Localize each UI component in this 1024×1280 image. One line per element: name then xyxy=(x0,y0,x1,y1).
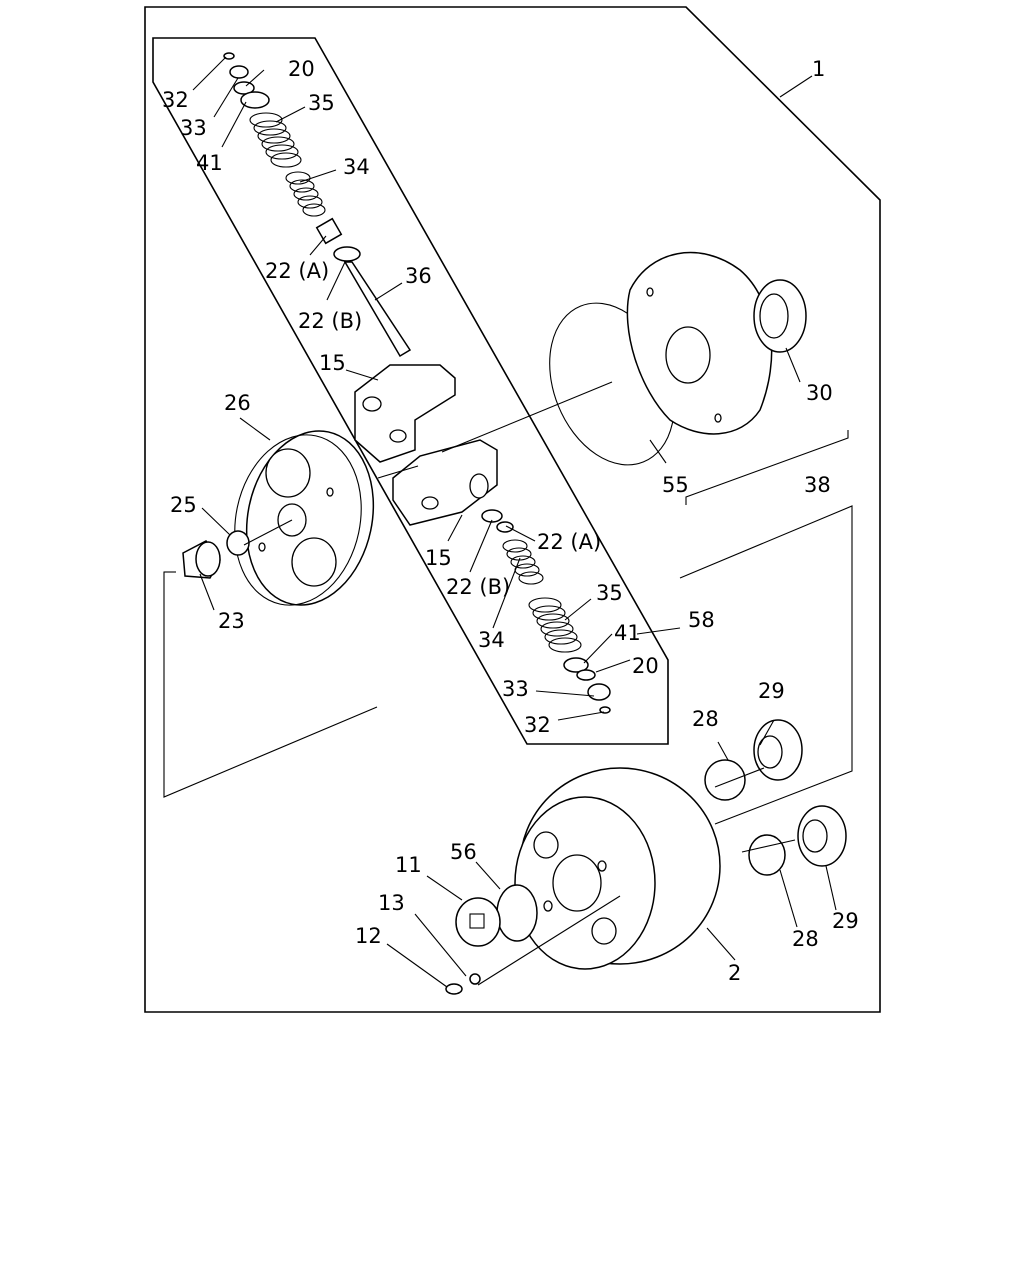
callout-23: 23 xyxy=(218,609,245,633)
plug-11 xyxy=(455,897,501,947)
callout-26: 26 xyxy=(224,391,251,415)
callout-13: 13 xyxy=(378,891,405,915)
callout-labels: 1 2 11 12 13 15 15 20 20 22 (A) 22 (B) 2… xyxy=(162,57,859,985)
callout-33-lower: 33 xyxy=(502,677,529,701)
drum-2 xyxy=(514,767,721,970)
cover-38 xyxy=(626,251,773,435)
valve-block-15-lower xyxy=(392,439,498,526)
callout-58: 58 xyxy=(688,608,715,632)
callout-28-upper: 28 xyxy=(692,707,719,731)
callout-55: 55 xyxy=(662,473,689,497)
screw-12 xyxy=(445,983,463,995)
center-lines xyxy=(164,381,796,986)
callout-33-upper: 33 xyxy=(180,116,207,140)
callout-2: 2 xyxy=(728,961,741,985)
callout-32-lower: 32 xyxy=(524,713,551,737)
disc-26 xyxy=(234,430,375,606)
callout-22a-lower: 22 (A) xyxy=(537,530,601,554)
seal-30 xyxy=(753,279,807,353)
callout-15-upper: 15 xyxy=(319,351,346,375)
callout-41-lower: 41 xyxy=(614,621,641,645)
leader-lines xyxy=(192,56,837,988)
callout-35-upper: 35 xyxy=(308,91,335,115)
callout-34-upper: 34 xyxy=(343,155,370,179)
callout-32-upper: 32 xyxy=(162,88,189,112)
callout-12: 12 xyxy=(355,924,382,948)
callout-38: 38 xyxy=(804,473,831,497)
callout-22a-upper: 22 (A) xyxy=(265,259,329,283)
callout-22b-upper: 22 (B) xyxy=(298,309,362,333)
bracket-23 xyxy=(163,571,378,798)
callout-20-upper: 20 xyxy=(288,57,315,81)
callout-29-lower: 29 xyxy=(832,909,859,933)
valve-subassembly-outline xyxy=(152,37,669,745)
o-ring-56 xyxy=(496,884,538,942)
callout-35-lower: 35 xyxy=(596,581,623,605)
washer-13 xyxy=(469,973,481,985)
callout-20-lower: 20 xyxy=(632,654,659,678)
callout-41-upper: 41 xyxy=(196,151,223,175)
callout-28-lower: 28 xyxy=(792,927,819,951)
seal-29-upper xyxy=(753,719,803,781)
bracket-38 xyxy=(685,430,849,505)
bushing-28-upper xyxy=(704,759,746,801)
seal-29-lower xyxy=(797,805,847,867)
callout-25: 25 xyxy=(170,493,197,517)
callout-30: 30 xyxy=(806,381,833,405)
callout-22b-lower: 22 (B) xyxy=(446,575,510,599)
assembly-outline xyxy=(144,6,881,1013)
callout-56: 56 xyxy=(450,840,477,864)
upper-spring-stack xyxy=(223,52,412,358)
callout-36: 36 xyxy=(405,264,432,288)
bushing-23 xyxy=(182,540,221,579)
bushing-28-lower xyxy=(748,834,786,876)
callout-1: 1 xyxy=(812,57,825,81)
lower-spring-stack xyxy=(481,509,611,714)
callout-15-lower: 15 xyxy=(425,546,452,570)
callout-29-upper: 29 xyxy=(758,679,785,703)
callout-34-lower: 34 xyxy=(478,628,505,652)
callout-11: 11 xyxy=(395,853,422,877)
valve-block-15-upper xyxy=(354,364,456,463)
bracket-28-29 xyxy=(679,505,853,825)
